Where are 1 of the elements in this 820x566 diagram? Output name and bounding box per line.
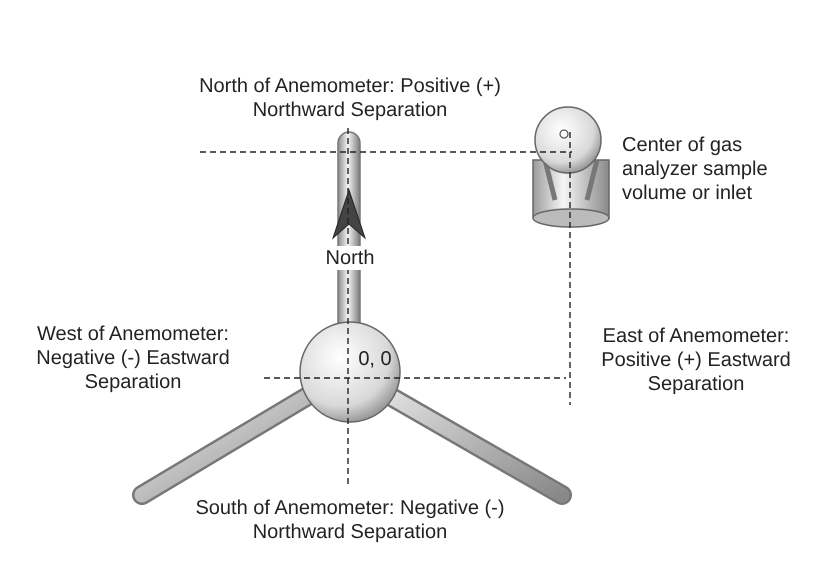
origin-label: 0, 0	[357, 347, 393, 371]
